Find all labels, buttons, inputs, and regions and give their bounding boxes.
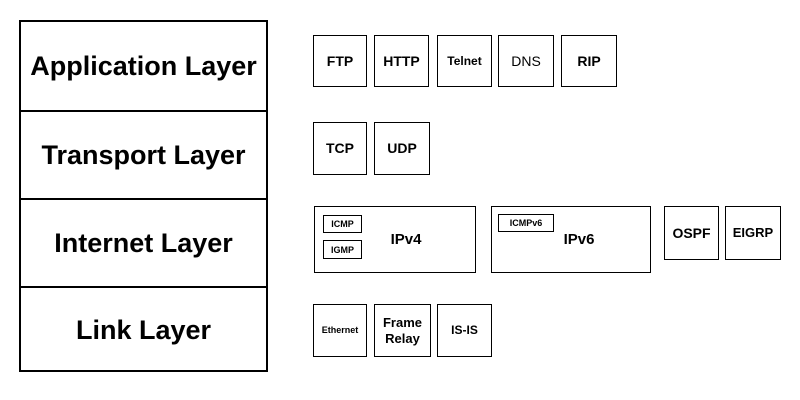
protocol-frame-relay-label-line1: Frame bbox=[382, 314, 423, 330]
protocol-ospf-label: OSPF bbox=[672, 224, 711, 241]
protocol-tcp-label: TCP bbox=[326, 140, 354, 157]
link-layer-label: Link Layer bbox=[21, 286, 266, 372]
protocol-igmp: IGMP bbox=[323, 240, 362, 259]
application-layer-label: Application Layer bbox=[30, 50, 257, 81]
transport-layer-label: Transport Layer bbox=[21, 110, 266, 198]
protocol-rip: RIP bbox=[561, 35, 617, 87]
protocol-ipv6-label: IPv6 bbox=[563, 230, 595, 248]
protocol-ospf: OSPF bbox=[664, 206, 719, 260]
protocol-ftp: FTP bbox=[313, 35, 367, 87]
protocol-tcp: TCP bbox=[313, 122, 367, 175]
protocol-icmp: ICMP bbox=[323, 215, 362, 233]
protocol-rip-label: RIP bbox=[577, 52, 601, 69]
protocol-is-is: IS-IS bbox=[437, 304, 492, 357]
protocol-http: HTTP bbox=[374, 35, 429, 87]
protocol-udp: UDP bbox=[374, 122, 430, 175]
internet-layer-label: Internet Layer bbox=[21, 198, 266, 286]
protocol-telnet-label: Telnet bbox=[447, 53, 482, 68]
protocol-eigrp-label: EIGRP bbox=[732, 225, 774, 241]
protocol-ethernet-label: Ethernet bbox=[321, 325, 359, 336]
protocol-ipv4-label: IPv4 bbox=[390, 230, 422, 248]
protocol-telnet: Telnet bbox=[437, 35, 492, 87]
protocol-dns-label: DNS bbox=[511, 52, 541, 69]
protocol-frame-relay: Frame Relay bbox=[374, 304, 431, 357]
protocol-dns: DNS bbox=[498, 35, 554, 87]
protocol-ethernet: Ethernet bbox=[313, 304, 367, 357]
protocol-icmpv6: ICMPv6 bbox=[498, 214, 554, 232]
protocol-is-is-label: IS-IS bbox=[451, 323, 478, 338]
protocol-udp-label: UDP bbox=[387, 140, 417, 157]
tcp-ip-layer-stack: Application Layer Transport Layer Intern… bbox=[19, 20, 268, 372]
protocol-eigrp: EIGRP bbox=[725, 206, 781, 260]
protocol-http-label: HTTP bbox=[383, 52, 420, 69]
protocol-ftp-label: FTP bbox=[326, 52, 354, 69]
protocol-frame-relay-label-line2: Relay bbox=[385, 330, 420, 346]
